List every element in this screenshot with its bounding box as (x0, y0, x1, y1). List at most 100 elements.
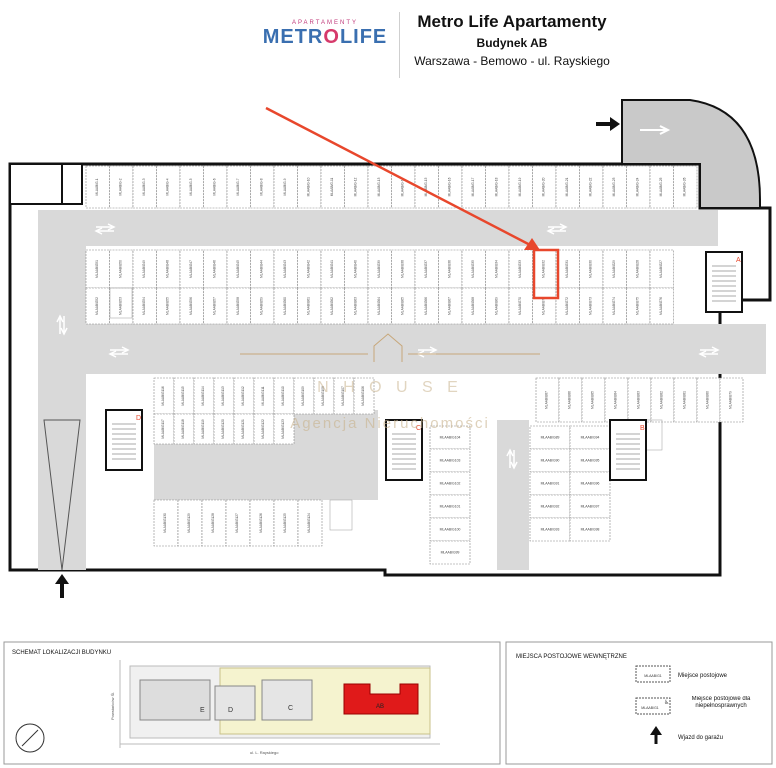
logo-part-c: LIFE (339, 26, 388, 48)
center-block-spot[interactable] (429, 540, 471, 565)
top-row-spot[interactable] (438, 165, 463, 209)
stair-core: C (385, 419, 423, 481)
right-block-b-spot-label: MLAAB/G94 (581, 436, 600, 440)
mid-row-b-spot[interactable] (179, 287, 204, 325)
top-row-spot[interactable] (555, 165, 580, 209)
mid-row-b-spot[interactable] (203, 287, 228, 325)
right-block-b-spot-label: MLAAB/G97 (581, 505, 600, 509)
top-row-spot-label: MLAAB/G-9 (283, 178, 287, 195)
mid-row-b-spot[interactable] (226, 287, 251, 325)
top-row-spot[interactable] (109, 165, 134, 209)
building-name: Budynek AB (476, 36, 548, 50)
top-row-spot-label: MLAAB/G-16 (447, 177, 451, 196)
lower-row-right-spot-label: MLAAB/G86 (568, 391, 572, 409)
top-row-spot[interactable] (649, 165, 674, 209)
bottom-row-spot[interactable] (297, 499, 323, 547)
mid-row-a-spot-label: MLAAB/G36 (447, 260, 451, 278)
mid-row-b-spot-label: MLAAB/G66 (424, 297, 428, 315)
disabled-spot[interactable] (329, 499, 353, 531)
bottom-row-spot[interactable] (201, 499, 227, 547)
top-row-spot-label: MLAAB/G-25 (659, 177, 663, 196)
top-row-spot[interactable] (273, 165, 298, 209)
top-row-spot[interactable] (179, 165, 204, 209)
site-schema: E D C AB ul. L. Rayskiego Powstańców Śl. (15, 660, 440, 755)
mid-row-a-spot-label: MLAAB/G45 (236, 260, 240, 278)
logo-subtitle: APARTAMENTY (291, 20, 358, 26)
mid-row-b-spot[interactable] (273, 287, 298, 325)
right-block-a-spot-label: MLAAB/G89 (541, 436, 560, 440)
mid-row-b-spot-label: MLAAB/G67 (447, 297, 451, 315)
right-block-b-spot[interactable] (569, 517, 611, 542)
legend-swatch-standard (635, 665, 671, 683)
disabled-spot[interactable] (109, 287, 133, 319)
top-row-spot[interactable] (485, 165, 510, 209)
top-row-spot[interactable] (320, 165, 345, 209)
mid-row-b-spot-label: MLAAB/G72 (565, 297, 569, 315)
mid-row-a-spot-label: MLAAB/G35 (471, 260, 475, 278)
top-row-spot[interactable] (673, 165, 698, 209)
mid-row-b-spot[interactable] (602, 287, 627, 325)
lower-row-right-spot-label: MLAAB/G83 (637, 391, 641, 409)
top-row-spot[interactable] (367, 165, 392, 209)
watermark-top: N H O U S E (317, 379, 463, 396)
mid-row-b-spot[interactable] (626, 287, 651, 325)
mid-row-b-spot[interactable] (367, 287, 392, 325)
bottom-row-spot-label: MLAAB/G127 (235, 513, 239, 533)
stair-label: C (416, 425, 421, 432)
top-row-spot-label: MLAAB/G-12 (353, 177, 357, 196)
mid-row-b-spot[interactable] (508, 287, 533, 325)
top-row-spot[interactable] (626, 165, 651, 209)
mid-row-b-spot[interactable] (555, 287, 580, 325)
top-row-spot[interactable] (461, 165, 486, 209)
top-row-spot[interactable] (532, 165, 557, 209)
mid-row-b-spot-label: MLAAB/G68 (471, 297, 475, 315)
legend-label-entrance: Wjazd do garażu (678, 735, 723, 741)
top-row-spot[interactable] (156, 165, 181, 209)
mid-row-b-spot[interactable] (438, 287, 463, 325)
top-row-spot[interactable] (132, 165, 157, 209)
mid-row-b-spot[interactable] (579, 287, 604, 325)
bottom-row-spot[interactable] (249, 499, 275, 547)
street-label-left: Powstańców Śl. (110, 692, 115, 720)
mid-row-b-spot[interactable] (85, 287, 110, 325)
bottom-row-spot[interactable] (225, 499, 251, 547)
mid-row-b-spot[interactable] (414, 287, 439, 325)
mid-row-b-spot[interactable] (250, 287, 275, 325)
mid-row-b-spot[interactable] (297, 287, 322, 325)
mid-row-b-spot[interactable] (132, 287, 157, 325)
top-row-spot-label: MLAAB/G-21 (565, 177, 569, 196)
top-row-spot-label: MLAAB/G-6 (212, 178, 216, 195)
lower-row-right-spot[interactable] (719, 377, 744, 423)
mid-row-b-spot[interactable] (109, 287, 134, 325)
mid-row-b-spot[interactable] (461, 287, 486, 325)
mid-row-b-spot[interactable] (344, 287, 369, 325)
top-row-spot[interactable] (602, 165, 627, 209)
header-divider (399, 12, 400, 78)
top-row-spot[interactable] (203, 165, 228, 209)
mid-row-b-spot[interactable] (649, 287, 674, 325)
lower-row-spot-label: MLAAB/G114 (201, 386, 205, 405)
top-row-spot[interactable] (250, 165, 275, 209)
top-row-spot[interactable] (508, 165, 533, 209)
mid-row-b-spot[interactable] (156, 287, 181, 325)
top-row-spot[interactable] (344, 165, 369, 209)
mid-row-a-spot-label: MLAAB/G38 (400, 260, 404, 278)
lower-row-2-spot-label: MLAAB/G123 (281, 419, 285, 439)
top-row-spot[interactable] (85, 165, 110, 209)
bottom-row-spot[interactable] (273, 499, 299, 547)
mid-row-b-spot[interactable] (391, 287, 416, 325)
top-row-spot[interactable] (579, 165, 604, 209)
bottom-row-spot-label: MLAAB/G130 (163, 513, 167, 533)
mid-row-b-spot[interactable] (320, 287, 345, 325)
top-row-spot[interactable] (297, 165, 322, 209)
lower-row-spot-label: MLAAB/G115 (181, 386, 185, 405)
lower-row-spot[interactable] (353, 377, 375, 415)
top-row-spot[interactable] (414, 165, 439, 209)
top-row-spot[interactable] (226, 165, 251, 209)
mid-row-b-spot[interactable] (485, 287, 510, 325)
mid-row-a-spot-label: MLAAB/G48 (165, 260, 169, 278)
top-row-spot-label: MLAAB/G-17 (471, 177, 475, 196)
lower-row-2-spot[interactable] (273, 413, 295, 445)
bottom-row-spot[interactable] (153, 499, 179, 547)
